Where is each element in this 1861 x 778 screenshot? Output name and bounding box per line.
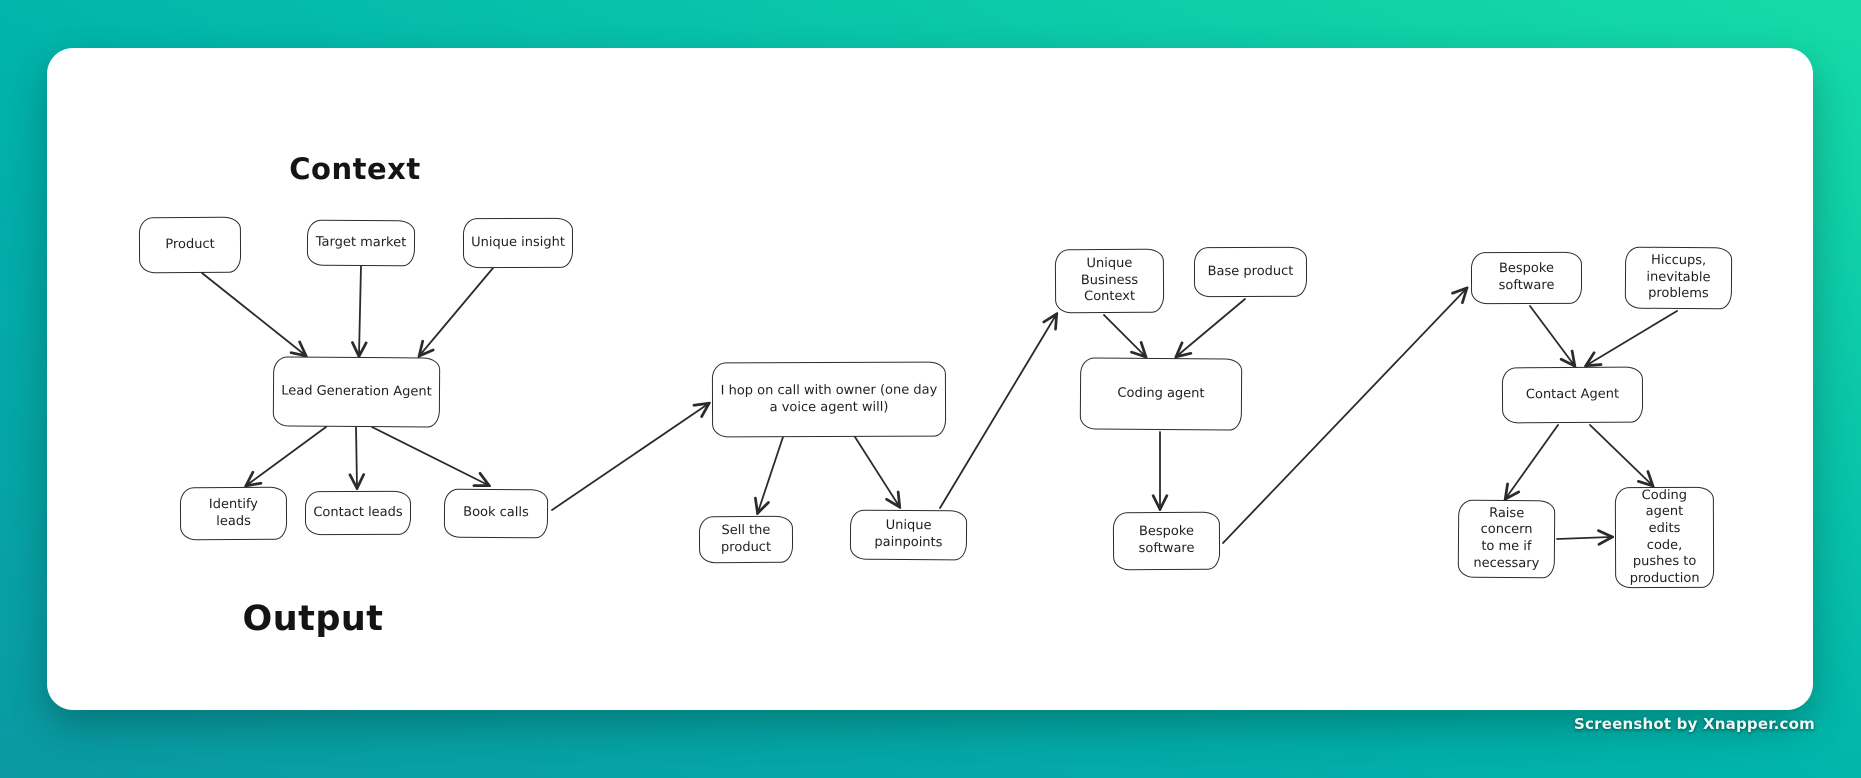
context-heading: Context [289,152,421,186]
node-unique-insight[interactable]: Unique insight [462,217,574,269]
arrow-bespoke-software-output-to-bespoke-software-context[interactable] [1222,289,1466,544]
node-bespoke-software-output[interactable]: Bespoke software [1112,511,1221,571]
node-coding-agent-edits[interactable]: Coding agent edits code, pushes to produ… [1614,486,1715,589]
arrow-hop-on-call-to-unique-painpoints[interactable] [854,436,899,506]
node-product[interactable]: Product [138,216,242,274]
node-identify-leads[interactable]: Identify leads [179,486,288,541]
node-hop-on-call[interactable]: I hop on call with owner (one day a voic… [711,361,947,438]
node-base-product[interactable]: Base product [1193,246,1308,298]
arrow-unique-business-context-to-coding-agent[interactable] [1103,314,1145,356]
diagram-arrows-layer [201,265,1678,710]
xnapper-watermark: Screenshot by Xnapper.com [1574,715,1815,733]
arrow-target-market-to-lead-generation-agent[interactable] [359,265,361,355]
node-raise-concern[interactable]: Raise concern to me if necessary [1457,499,1556,579]
arrow-raise-concern-to-coding-agent-edits[interactable] [1556,537,1611,539]
output-heading: Output [242,599,384,639]
arrow-book-calls-to-hop-on-call[interactable] [551,404,708,511]
node-sell-the-product[interactable]: Sell the product [698,515,794,564]
arrow-unique-painpoints-to-unique-business-context[interactable] [939,315,1056,509]
node-bespoke-software-context[interactable]: Bespoke software [1470,251,1583,305]
node-coding-agent[interactable]: Coding agent [1079,357,1243,431]
node-unique-painpoints[interactable]: Unique painpoints [849,509,968,561]
whiteboard-canvas[interactable]: Context Output Product Target market Uni… [47,48,1813,710]
node-book-calls[interactable]: Book calls [443,488,549,539]
arrow-hop-on-call-to-sell-the-product[interactable] [758,436,784,512]
node-contact-leads[interactable]: Contact leads [304,490,412,536]
arrow-unique-insight-to-lead-generation-agent[interactable] [420,267,494,355]
arrow-lead-generation-agent-to-book-calls[interactable] [371,426,488,485]
arrow-product-to-lead-generation-agent[interactable] [201,272,305,355]
arrow-hiccups-to-contact-agent[interactable] [1587,310,1678,365]
arrow-lead-generation-agent-to-identify-leads[interactable] [247,426,327,485]
node-target-market[interactable]: Target market [306,219,416,267]
arrow-base-product-to-coding-agent[interactable] [1177,298,1246,356]
arrow-contact-agent-to-raise-concern[interactable] [1506,424,1559,498]
node-unique-business-context[interactable]: Unique Business Context [1054,248,1165,314]
node-hiccups-inevitable-problems[interactable]: Hiccups, inevitable problems [1624,246,1733,310]
arrow-contact-agent-to-coding-agent-edits[interactable] [1589,424,1652,485]
node-contact-agent[interactable]: Contact Agent [1501,366,1644,424]
arrow-lead-generation-agent-to-contact-leads[interactable] [356,426,357,487]
node-lead-generation-agent[interactable]: Lead Generation Agent [272,356,441,428]
arrow-bespoke-software-context-to-contact-agent[interactable] [1529,305,1574,365]
